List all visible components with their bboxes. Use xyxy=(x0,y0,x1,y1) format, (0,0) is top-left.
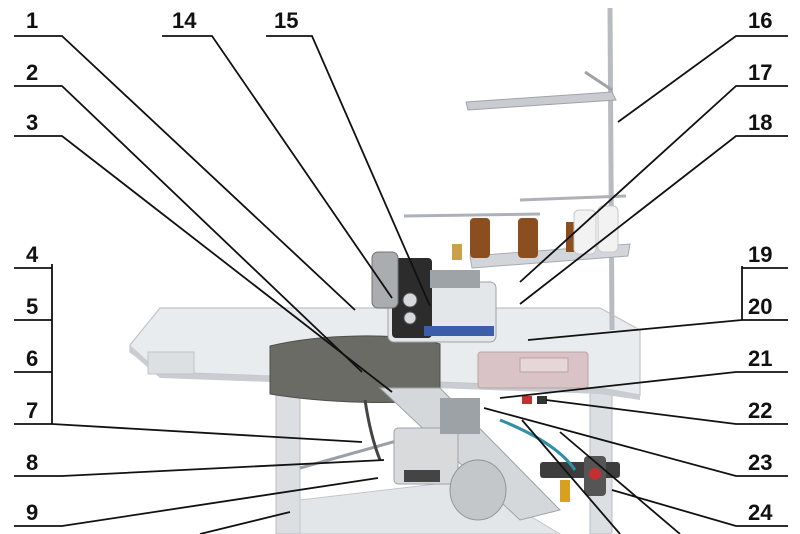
label-17: 17 xyxy=(748,60,772,85)
leader-line-8 xyxy=(14,459,385,477)
label-24: 24 xyxy=(748,500,773,525)
leader-lines xyxy=(14,35,788,534)
label-8: 8 xyxy=(26,450,38,475)
label-20: 20 xyxy=(748,294,772,319)
label-3: 3 xyxy=(26,110,38,135)
label-2: 2 xyxy=(26,60,38,85)
label-16: 16 xyxy=(748,8,772,33)
leader-line-24 xyxy=(611,489,788,527)
leader-line-2 xyxy=(14,85,363,373)
callout-labels: 1 2 3 4 5 6 7 8 9 14 15 16 17 18 19 20 2… xyxy=(26,8,773,525)
label-19: 19 xyxy=(748,242,772,267)
machine-head xyxy=(371,251,497,343)
leader-line-23 xyxy=(483,407,788,477)
leader-line-18 xyxy=(519,135,788,305)
label-6: 6 xyxy=(26,346,38,371)
leader-line-7 xyxy=(14,423,363,443)
leader-line-16 xyxy=(617,35,788,123)
leader-line-21 xyxy=(499,371,788,399)
label-15: 15 xyxy=(274,8,298,33)
leader-line-15 xyxy=(266,35,431,307)
leader-line-22 xyxy=(545,399,788,425)
label-14: 14 xyxy=(172,8,197,33)
label-9: 9 xyxy=(26,500,38,525)
label-5: 5 xyxy=(26,294,38,319)
label-22: 22 xyxy=(748,398,772,423)
leader-line-14 xyxy=(162,35,393,299)
leader-line-3 xyxy=(14,135,393,393)
label-18: 18 xyxy=(748,110,772,135)
under-assembly xyxy=(363,387,620,521)
label-1: 1 xyxy=(26,8,38,33)
machine-illustration xyxy=(129,7,641,534)
label-23: 23 xyxy=(748,450,772,475)
label-21: 21 xyxy=(748,346,772,371)
leader-line-9 xyxy=(14,477,379,527)
leader-line-17 xyxy=(519,85,788,283)
thread-stand xyxy=(403,7,631,331)
label-7: 7 xyxy=(26,398,38,423)
label-4: 4 xyxy=(26,242,39,267)
leader-line-1 xyxy=(14,35,356,311)
